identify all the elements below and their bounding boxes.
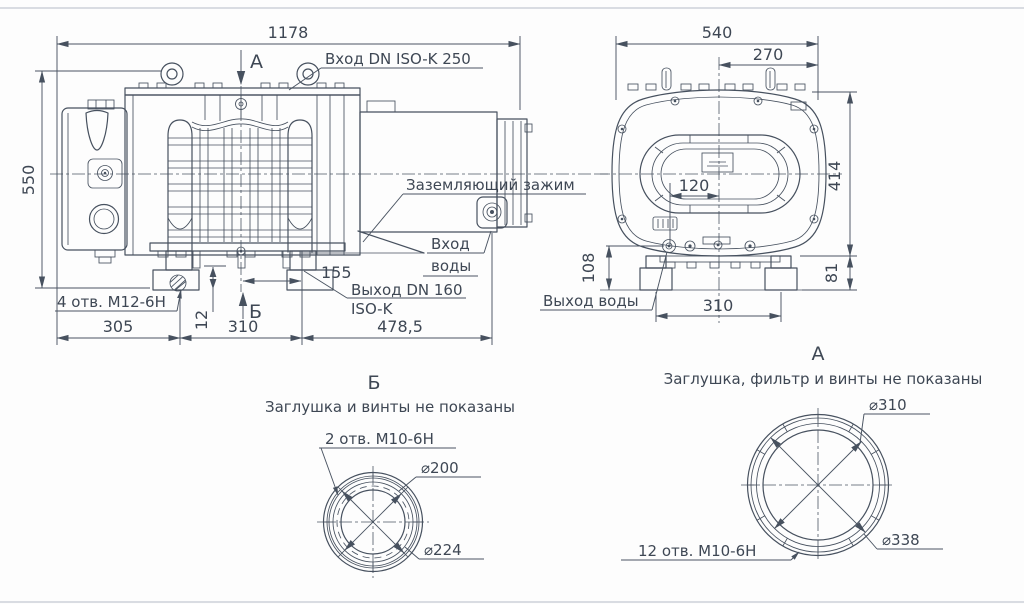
dim-end-width: 540	[702, 23, 733, 42]
motor-bracket	[357, 230, 425, 254]
section-b-mark: Б	[249, 301, 262, 323]
label-water-inlet-2: воды	[431, 257, 471, 275]
detail-b-holes-label: 2 отв. М10-6Н	[325, 430, 434, 448]
side-view: 1178 550 А Вход DN ISO-K 250 Заземляющий…	[19, 23, 608, 345]
label-foot-holes: 4 отв. М12-6Н	[57, 293, 166, 311]
label-water-outlet: Выход воды	[543, 292, 639, 310]
dim-end-half-width: 270	[753, 45, 784, 64]
label-inlet: Вход DN ISO-K 250	[325, 50, 471, 68]
eyebolt-left	[160, 62, 184, 86]
dim-outlet-height: 108	[579, 253, 598, 284]
flange-a-bore	[762, 429, 874, 541]
detail-b-caption: Заглушка и винты не показаны	[265, 398, 515, 416]
cooling-fins	[168, 128, 312, 242]
dim-inner-offset: 120	[679, 176, 710, 195]
gearbox-cover	[61, 99, 128, 264]
end-view: 540 270 120 414 81 108 310 Выход воды	[540, 23, 857, 323]
vent-plate	[652, 216, 678, 231]
top-pin-left	[661, 67, 672, 91]
dim-overall-height: 550	[19, 165, 38, 196]
detail-b-d224: ⌀224	[424, 541, 462, 559]
detail-view-b: Б Заглушка и винты не показаны 2 отв. М1…	[265, 372, 515, 578]
nameplate	[790, 101, 807, 111]
oil-sight-teardrop	[85, 109, 109, 151]
end-feet	[600, 255, 802, 291]
section-a-mark: А	[250, 51, 263, 73]
label-water-inlet-1: Вход	[431, 235, 470, 253]
racetrack-face	[639, 134, 801, 214]
oil-port	[88, 203, 120, 235]
detail-a-holes-label: 12 отв. М10-6Н	[638, 542, 756, 560]
detail-b-d200: ⌀200	[421, 459, 459, 477]
detail-a-d310: ⌀310	[869, 396, 907, 414]
logo-plate	[701, 152, 734, 173]
detail-a-caption: Заглушка, фильтр и винты не показаны	[664, 370, 983, 388]
label-grounding-clamp: Заземляющий зажим	[406, 176, 575, 194]
dim-water-inlet-pos: 478,5	[377, 317, 423, 336]
dim-foot-height: 81	[822, 263, 841, 283]
dim-exhaust-offset: 155	[321, 263, 352, 282]
detail-a-title: А	[812, 343, 825, 365]
water-inlet-fitting	[476, 196, 508, 229]
dim-end-feet-span: 310	[703, 296, 734, 315]
dim-pad-thickness: 12	[192, 310, 211, 330]
end-dimensions: 540 270 120 414 81 108 310 Выход воды	[540, 23, 857, 322]
dim-feet-span: 310	[228, 317, 259, 336]
flange-b-bore	[340, 489, 406, 555]
dim-overall-width: 1178	[268, 23, 309, 42]
flange-a-bolt-ticks	[747, 414, 889, 556]
detail-b-title: Б	[367, 372, 380, 394]
top-pin-right	[765, 67, 776, 91]
side-feet	[152, 250, 334, 292]
detail-a-d338: ⌀338	[882, 531, 920, 549]
pump-body	[124, 94, 361, 269]
dim-foot-left: 305	[103, 317, 134, 336]
end-casing	[611, 67, 827, 269]
label-outlet-1: Выход DN 160	[351, 281, 463, 299]
detail-view-a: А Заглушка, фильтр и винты не показаны ⌀…	[621, 343, 982, 562]
casing-bolts	[617, 96, 819, 224]
page-frame	[0, 7, 1024, 603]
dim-end-height: 414	[825, 161, 844, 192]
side-dimensions: 1178 550 А Вход DN ISO-K 250 Заземляющий…	[19, 23, 586, 345]
label-outlet-2: ISO-K	[351, 300, 394, 318]
